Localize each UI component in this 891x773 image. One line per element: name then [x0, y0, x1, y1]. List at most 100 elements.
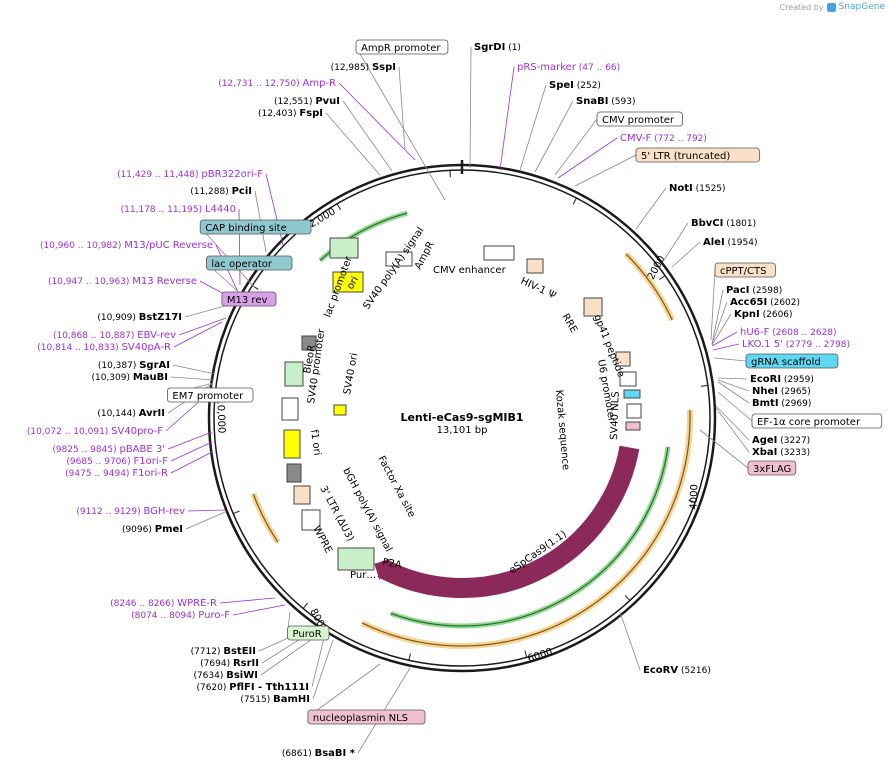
em7-promoter-label: EM7 promoter: [166, 387, 254, 403]
label-name: SnaBI: [576, 96, 608, 107]
cmv-promoter-label: CMV promoter: [596, 111, 683, 127]
leader-line: [715, 405, 750, 441]
leader-line: [671, 241, 701, 268]
label-name: XbaI: [752, 447, 777, 458]
fspi-label: (12,403) FspI: [258, 108, 323, 119]
cmv-enhancer-box: [385, 251, 413, 267]
label-name: LKO.1 5': [742, 339, 783, 350]
f1ori-f-label: (9685 .. 9706) F1ori-F: [66, 456, 168, 467]
label-name: CMV-F: [620, 133, 651, 144]
bamhi-label: (7515) BamHI: [240, 694, 310, 705]
label-position: (9475 .. 9494): [65, 469, 132, 479]
wpre-r-text: (8246 .. 8266) WPRE-R: [110, 598, 217, 609]
leader-line: [178, 317, 227, 336]
leader-line: [311, 633, 326, 688]
maubi-label: (10,309) MauBI: [91, 372, 168, 383]
label-name: SV40pro-F: [111, 426, 163, 437]
nucleoplasmin-nls-label: nucleoplasmin NLS: [307, 709, 426, 725]
leader-line: [170, 451, 213, 474]
ring-tick: [700, 384, 708, 387]
acc65i-text: Acc65I (2602): [730, 297, 800, 308]
sgrdi-label: SgrDI (1): [474, 42, 521, 53]
leader-line: [711, 313, 732, 346]
leader-line: [534, 100, 574, 173]
puro-f-label: (8074 .. 8094) Puro-F: [131, 610, 230, 621]
label-position: (10,309): [91, 373, 132, 383]
label-position: (10,909): [97, 313, 138, 323]
label-name: BstEII: [223, 646, 256, 657]
pbr322ori-f-label: (11,429 .. 11,448) pBR322ori-F: [117, 169, 263, 180]
lentiviral-band: [250, 492, 281, 544]
wpre-r-label: (8246 .. 8266) WPRE-R: [110, 598, 217, 609]
label-name: L4440: [205, 204, 236, 215]
bmti-label: BmtI (2969): [752, 398, 811, 409]
label-name: BmtI: [752, 398, 779, 409]
grna-scaffold-text: gRNA scaffold: [751, 357, 821, 368]
p2a-feature-label: P2A: [381, 557, 402, 571]
bsiwi-text: (7634) BsiWI: [193, 670, 258, 681]
ampr-box: [329, 237, 359, 259]
label-position: (9096): [122, 525, 155, 535]
l4440-label: (11,178 .. 11,195) L4440: [121, 204, 236, 215]
label-position: (2779 .. 2798): [783, 340, 850, 350]
m13-puc-reverse-label: (10,960 .. 10,982) M13/pUC Reverse: [40, 240, 213, 251]
bbvci-text: BbvCI (1801): [691, 218, 756, 229]
label-name: M13/pUC Reverse: [124, 240, 213, 251]
leader-line: [717, 377, 748, 380]
puro-box: [337, 547, 375, 571]
bamhi-text: (7515) BamHI: [240, 694, 310, 705]
leader-line: [469, 46, 472, 169]
pvui-text: (12,551) PvuI: [274, 96, 340, 107]
alei-label: AleI (1954): [703, 237, 757, 248]
leader-line: [338, 82, 416, 161]
leader-line: [711, 301, 728, 345]
label-name: pBABE 3': [119, 444, 165, 455]
label-name: pBR322ori-F: [201, 169, 263, 180]
label-name: EcoRV: [643, 665, 678, 676]
pvui-label: (12,551) PvuI: [274, 96, 340, 107]
label-name: EBV-rev: [137, 330, 176, 341]
ecorv-label: EcoRV (5216): [643, 665, 711, 676]
leader-line: [355, 46, 446, 201]
5-ltr-truncated-box: [635, 147, 760, 163]
label-name: hU6-F: [740, 327, 770, 338]
feature-layer: [250, 210, 693, 649]
label-name: M13 Reverse: [132, 276, 197, 287]
sv40pa-r-label: (10,814 .. 10,833) SV40pA-R: [37, 342, 171, 353]
label-position: (2602): [767, 298, 800, 308]
leader-line: [519, 84, 547, 171]
avrii-label: (10,144) AvrII: [97, 408, 165, 419]
bbvci-label: BbvCI (1801): [691, 218, 756, 229]
leader-line: [187, 509, 226, 512]
pbr322ori-f-text: (11,429 .. 11,448) pBR322ori-F: [117, 169, 263, 180]
label-name: SspI: [372, 62, 396, 73]
label-name: pRS-marker: [517, 62, 577, 73]
lko-1-5-label: LKO.1 5' (2779 .. 2798): [742, 339, 850, 350]
bsiwi-label: (7634) BsiWI: [193, 670, 258, 681]
cas9-arrow: [377, 445, 640, 598]
label-name: SgrDI: [474, 42, 505, 53]
ecori-label: EcoRI (2959): [750, 374, 814, 385]
leader-line: [717, 379, 750, 392]
label-name: SV40pA-R: [122, 342, 171, 353]
bgh-box: [286, 463, 302, 483]
sv40-promoter-box: [281, 397, 299, 421]
label-name: Puro-F: [198, 610, 230, 621]
cppt-cts-label: cPPT/CTS: [714, 262, 776, 278]
leader-line: [712, 343, 740, 351]
label-position: (7634): [193, 671, 226, 681]
leader-line: [172, 364, 216, 375]
snapgene-credit: Created by SnapGene: [780, 2, 885, 12]
pflfi-tth111i-text: (7620) PflFI - Tth111I: [196, 682, 309, 693]
xbai-text: XbaI (3233): [752, 447, 810, 458]
snapgene-logo-icon: [826, 2, 836, 12]
label-position: (12,731 .. 12,750): [218, 79, 302, 89]
m13-reverse-label: (10,947 .. 10,963) M13 Reverse: [48, 276, 197, 287]
bsabi-label: (6861) BsaBI *: [282, 748, 356, 759]
label-name: PciI: [232, 186, 252, 197]
m13-rev-box: [221, 291, 277, 307]
cppt-cts-box: [714, 262, 776, 278]
label-position: (7694): [200, 659, 233, 669]
leader-line: [715, 407, 750, 453]
